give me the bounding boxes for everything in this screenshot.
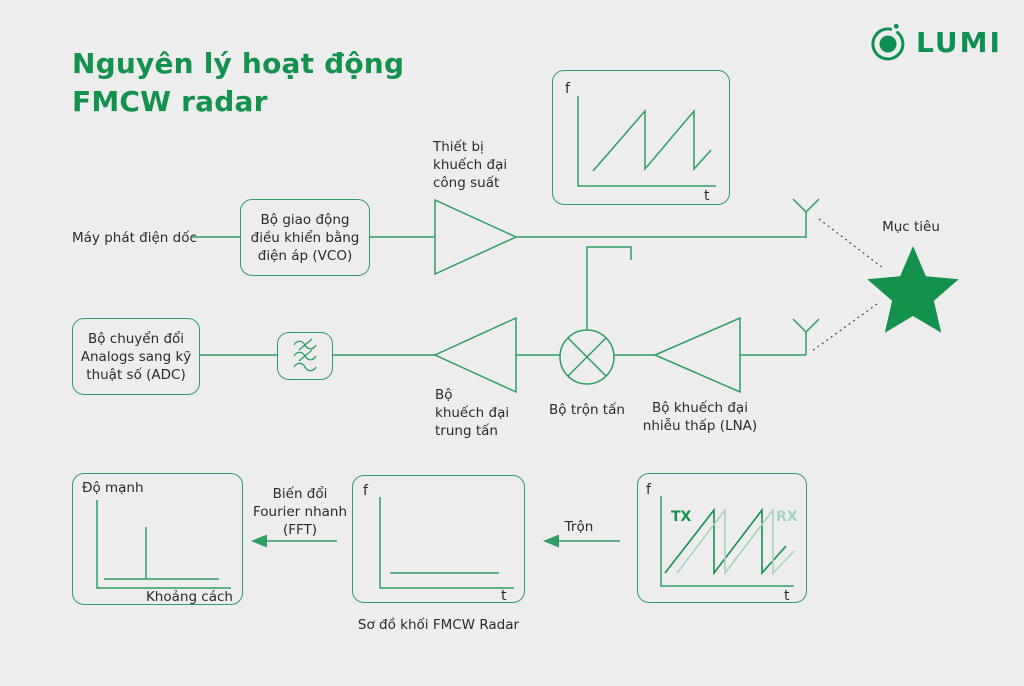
ramp-source-label: Máy phát điện dốc <box>72 230 197 246</box>
mix-rx-label: RX <box>776 509 798 525</box>
sweep-x-axis-label: t <box>704 188 710 204</box>
lumi-logo-text: LUMI <box>916 25 1002 59</box>
lumi-logo-icon <box>871 23 905 61</box>
vco-box: Bộ giao động điều khiển bằng điện áp (VC… <box>240 199 370 276</box>
wire-pa-to-antenna <box>516 212 807 238</box>
tx-antenna-icon <box>792 198 820 213</box>
mix-y-axis-label: f <box>646 482 651 498</box>
beat-chart-frame <box>352 475 525 603</box>
target-star-icon <box>867 246 959 333</box>
beat-x-axis-label: t <box>501 588 507 604</box>
if-amplifier-icon <box>433 316 517 394</box>
fft-label: Biến đổi Fourier nhanh (FFT) <box>252 486 348 538</box>
diagram-caption: Sơ đồ khối FMCW Radar <box>357 617 520 633</box>
mix-tx-label: TX <box>671 509 692 525</box>
low-pass-filter-box <box>277 332 333 380</box>
lna-label: Bộ khuếch đại nhiễu thấp (LNA) <box>642 400 758 434</box>
beat-y-axis-label: f <box>363 483 368 499</box>
power-amp-label: Thiết bị khuếch đại công suất <box>433 139 508 191</box>
sweep-y-axis-label: f <box>565 81 570 97</box>
mixer-label: Bộ trộn tấn <box>549 402 625 418</box>
spectrum-x-axis-label: Khoảng cách <box>145 589 233 605</box>
coupler-tap <box>586 246 632 330</box>
tx-sweep-chart-frame <box>552 70 730 205</box>
rx-antenna-icon <box>792 318 820 355</box>
mixer-icon <box>559 329 615 385</box>
spectrum-y-axis-label: Độ mạnh <box>82 480 144 496</box>
radar-beam-dotted-lines <box>811 218 884 352</box>
mix-chart-frame <box>637 473 807 603</box>
mix-flow-label: Trộn <box>564 519 594 535</box>
lumi-logo: LUMI <box>866 20 1002 64</box>
spectrum-chart-frame <box>72 473 243 605</box>
power-amplifier-icon <box>434 198 518 276</box>
page-title: Nguyên lý hoạt động FMCW radar <box>72 47 405 118</box>
target-label: Mục tiêu <box>882 219 940 235</box>
if-amp-label: Bộ khuếch đại trung tấn <box>435 387 510 439</box>
adc-box: Bộ chuyển đổi Analogs sang kỹ thuật số (… <box>72 318 200 395</box>
mix-x-axis-label: t <box>784 588 790 604</box>
mix-arrowhead-icon <box>543 534 559 548</box>
lna-amplifier-icon <box>653 316 741 394</box>
